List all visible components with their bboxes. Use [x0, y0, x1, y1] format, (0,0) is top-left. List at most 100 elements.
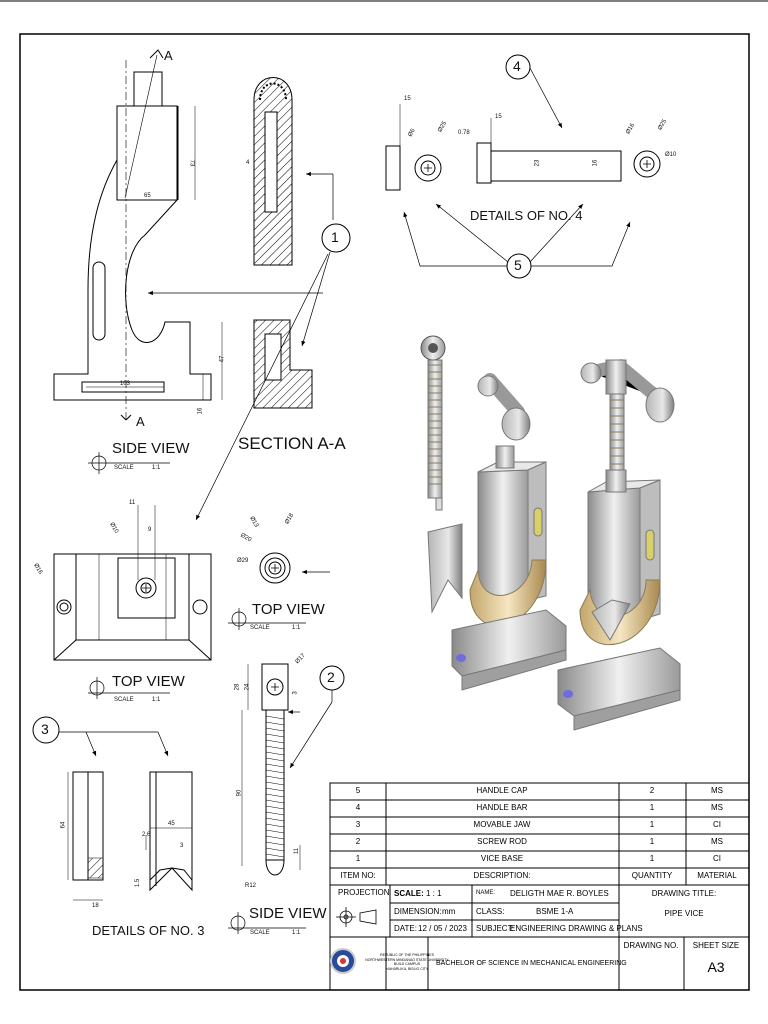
scale-value: 1:1: [152, 697, 161, 703]
scale-value: 1:1: [152, 465, 161, 471]
balloon-4-label: 4: [513, 58, 521, 74]
part-material: CI: [713, 854, 721, 863]
projection-label: PROJECTION: [338, 888, 390, 897]
dim-078: 0.78: [458, 130, 470, 136]
class-label: CLASS:: [476, 907, 505, 916]
date-value: 12 / 05 / 2023: [418, 924, 467, 933]
dim-47: 47: [219, 355, 226, 363]
part-quantity: 2: [649, 786, 655, 795]
subject-label: SUBJECT:: [476, 924, 514, 933]
dim-26: 2.6: [142, 832, 151, 838]
section-title: SECTION A-A: [238, 434, 346, 453]
dim-11: 11: [129, 500, 136, 506]
dim-16b: 16: [592, 159, 599, 167]
top-view-title-1: TOP VIEW: [112, 673, 185, 690]
part-material: MS: [711, 786, 723, 795]
dim-4: 4: [246, 160, 250, 166]
scale-label: SCALE:: [394, 889, 424, 898]
dim-65: 65: [144, 193, 151, 199]
dim-45: 45: [168, 821, 175, 827]
name-label: NAME:: [476, 890, 496, 896]
dimension-value: mm: [442, 907, 456, 916]
part-material: MS: [711, 803, 723, 812]
dim-9: 9: [148, 527, 152, 533]
balloon-3-label: 3: [41, 721, 49, 737]
dim-r12: R12: [245, 883, 257, 889]
header-item: ITEM NO:: [340, 871, 376, 880]
scale-value: 1:1: [292, 930, 301, 936]
part-description: MOVABLE JAW: [473, 820, 531, 829]
school-line: MAHARLIKA, BISLIG CITY: [385, 966, 429, 971]
dim-90: 90: [236, 789, 243, 797]
scale-value: 1 : 1: [426, 889, 442, 898]
dim-16: 16: [197, 407, 204, 415]
part-quantity: 1: [649, 854, 655, 863]
subject-value: ENGINEERING DRAWING & PLANS: [510, 924, 643, 933]
drawing-title-label: DRAWING TITLE:: [651, 889, 717, 898]
part-item: 5: [355, 786, 361, 795]
dim-23: 23: [534, 159, 541, 167]
scale-word: SCALE: [114, 465, 134, 471]
part-material: CI: [713, 820, 721, 829]
name-value: DELIGTH MAE R. BOYLES: [510, 889, 609, 898]
dim-dia10: Ø10: [665, 152, 677, 158]
dim-dia29: Ø29: [237, 558, 249, 564]
title-block-grid: [329, 782, 750, 991]
drawing-title-value: PIPE VICE: [664, 909, 704, 918]
class-value: BSME 1-A: [536, 907, 574, 916]
top-view-title-2: TOP VIEW: [252, 601, 325, 618]
details-no-4: [385, 104, 661, 191]
part-item: 3: [355, 820, 361, 829]
section-mark-top: A: [164, 48, 173, 63]
balloon-1-label: 1: [331, 229, 339, 245]
section-a-a: [253, 77, 313, 409]
date-label: DATE:: [394, 924, 417, 933]
part-description: VICE BASE: [480, 854, 524, 863]
part-quantity: 1: [649, 820, 655, 829]
dim-64: 64: [60, 821, 67, 829]
program-name: BACHELOR OF SCIENCE IN MECHANICAL ENGINE…: [436, 960, 627, 967]
dim-15b: 15: [495, 114, 502, 120]
header-description: DESCRIPTION:: [473, 871, 531, 880]
balloon-2-label: 2: [327, 669, 335, 685]
balloon-5-label: 5: [514, 257, 522, 273]
sheet-size-value: A3: [707, 959, 725, 975]
school-line: REPUBLIC OF THE PHILIPPINES: [380, 953, 434, 957]
projection-symbol: [336, 907, 377, 927]
balloon-4: [505, 54, 531, 80]
balloon-3: [32, 716, 60, 744]
school-line: BUILD CAMPUS: [393, 962, 421, 966]
dim-24: 24: [244, 683, 251, 691]
sheet-size-label: SHEET SIZE: [692, 941, 740, 950]
header-quantity: QUANTITY: [631, 871, 673, 880]
dim-103: 103: [120, 381, 131, 387]
details-4-title: DETAILS OF NO. 4: [470, 208, 583, 223]
university-logo-icon: [330, 948, 356, 974]
balloon-1: [321, 223, 351, 253]
part-description: SCREW ROD: [477, 837, 527, 846]
part-material: MS: [711, 837, 723, 846]
top-view-vice-base: [53, 505, 212, 661]
part-item: 4: [355, 803, 361, 812]
top-view-screw: [259, 552, 291, 584]
drawing-no-label: DRAWING NO.: [623, 941, 679, 950]
scale-word: SCALE: [114, 697, 134, 703]
header-material: MATERIAL: [697, 871, 737, 880]
school-line: NORTHWESTERN MINDANAO STATE UNIVERSITY: [365, 957, 449, 962]
dimension-label: DIMENSION:: [394, 907, 442, 916]
part-description: HANDLE BAR: [476, 803, 528, 812]
scale-value: 1:1: [292, 625, 301, 631]
scale-word: SCALE: [250, 625, 270, 631]
part-description: HANDLE CAP: [476, 786, 528, 795]
side-view-title: SIDE VIEW: [112, 440, 190, 457]
scale-word: SCALE: [250, 930, 270, 936]
dim-3: 3: [292, 691, 299, 695]
dim-18: 18: [92, 903, 99, 909]
part-quantity: 1: [649, 803, 655, 812]
part-item: 1: [355, 854, 361, 863]
side-view-title-2: SIDE VIEW: [249, 905, 327, 922]
dim-15c: 1.5: [135, 878, 142, 888]
part-quantity: 1: [649, 837, 655, 846]
dim-15a: 15: [404, 96, 411, 102]
